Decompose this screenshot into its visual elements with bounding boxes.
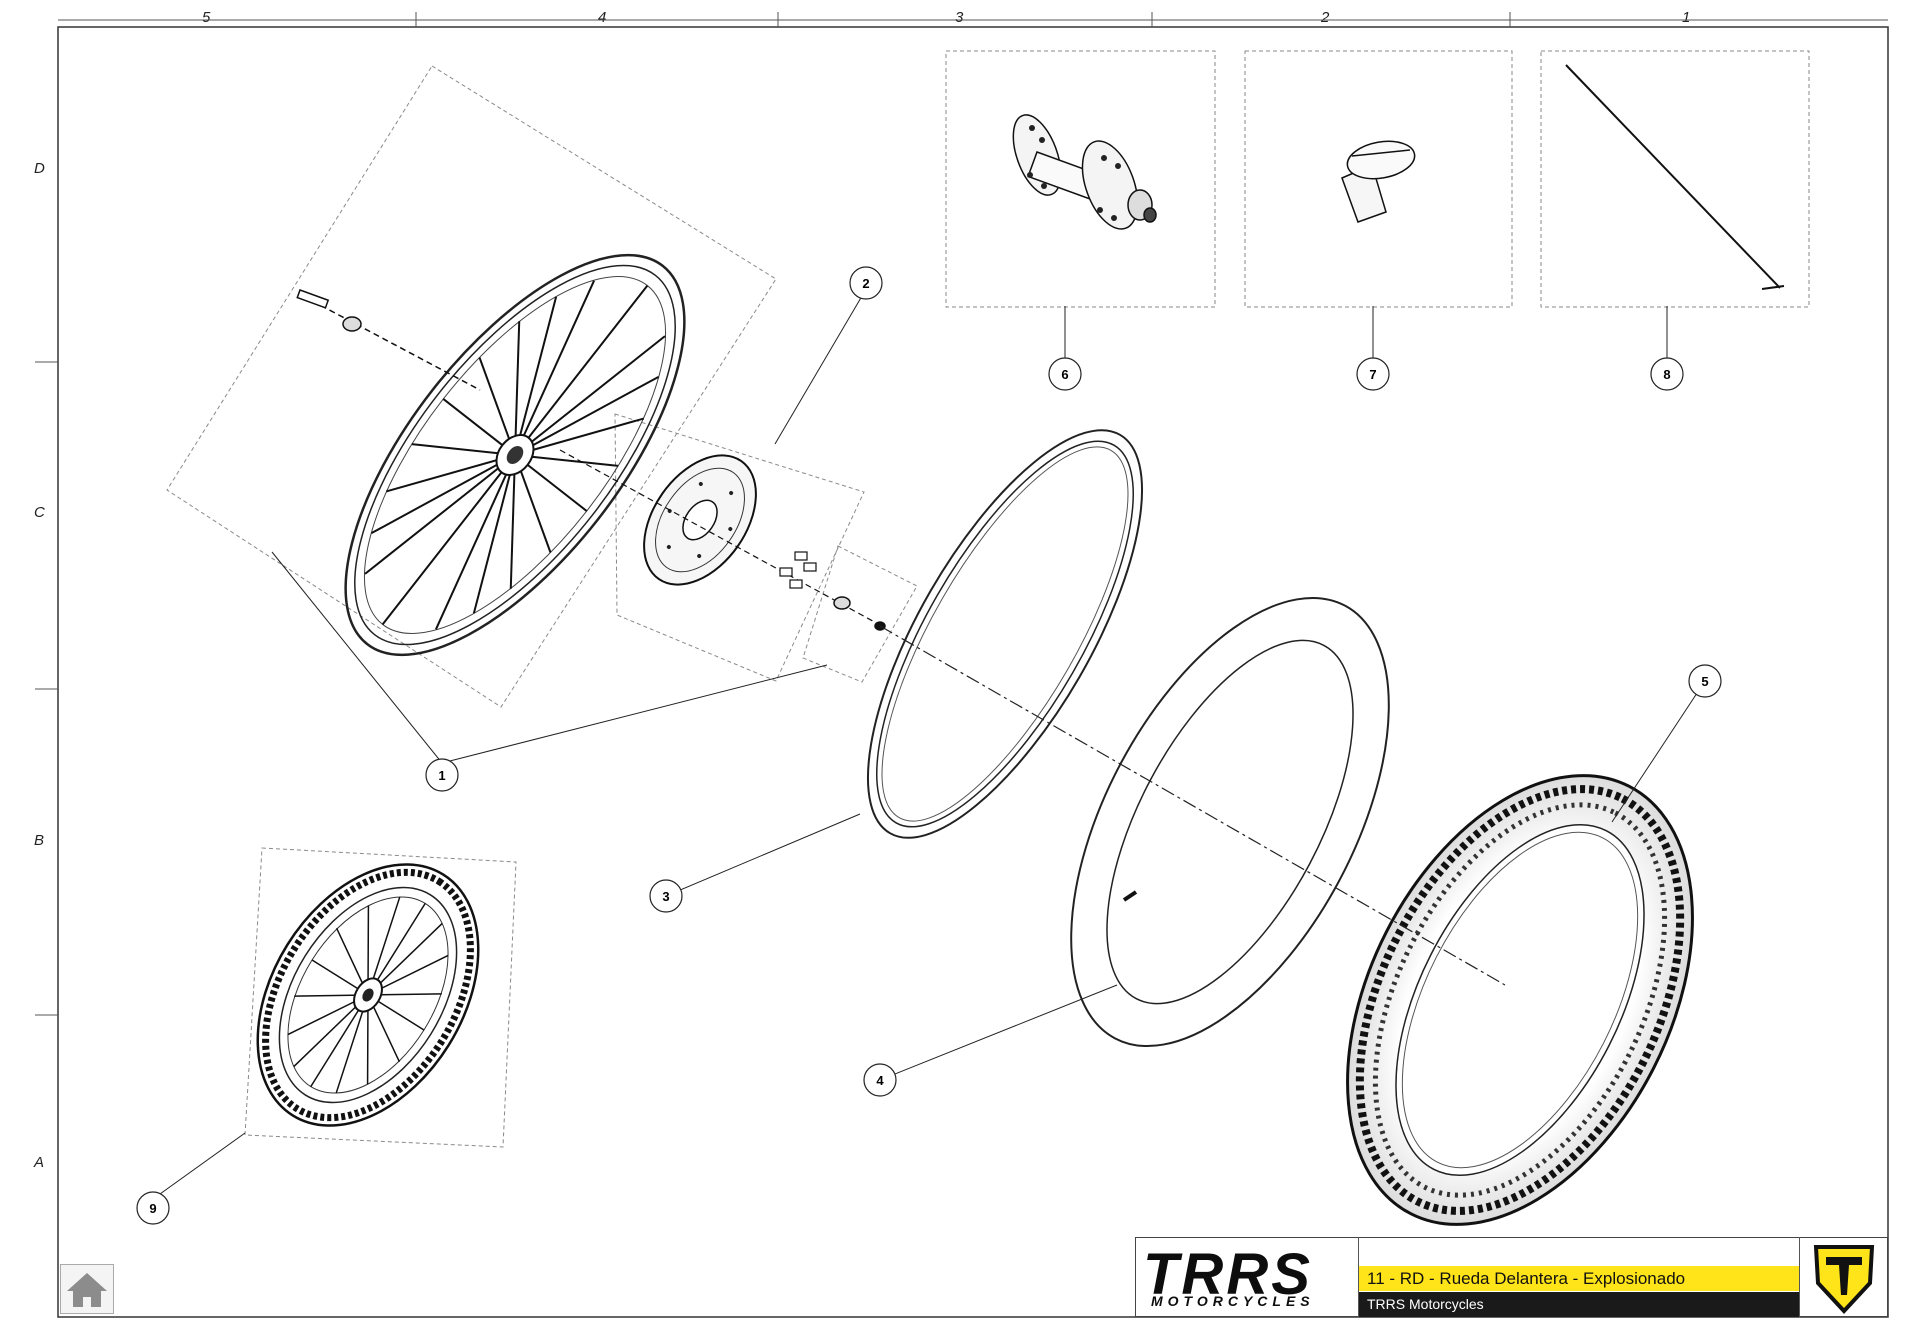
callout-4: 4 <box>876 1073 884 1088</box>
assembly-axis <box>879 625 1506 986</box>
home-button[interactable] <box>60 1264 114 1314</box>
part-box-nipple <box>1244 50 1513 308</box>
complete-wheel <box>256 863 480 1127</box>
column-label-2: 2 <box>1321 9 1330 26</box>
callout-6: 6 <box>1061 367 1068 382</box>
column-label-3: 3 <box>955 9 964 26</box>
sheet-border <box>57 26 1889 1318</box>
disc-bolts <box>559 449 881 626</box>
inner-tube <box>1070 596 1390 1048</box>
trrs-t-badge-icon <box>1813 1245 1875 1314</box>
row-label-a: A <box>34 1154 45 1171</box>
row-label-c: C <box>34 504 45 521</box>
group-box-disc <box>614 413 865 682</box>
grid-ticks <box>35 12 1888 1016</box>
company-bar: TRRS Motorcycles <box>1359 1292 1799 1317</box>
hub-part <box>1012 114 1157 230</box>
column-label-5: 5 <box>202 9 211 26</box>
drawing-title-bar: 11 - RD - Rueda Delantera - Explosionado <box>1359 1266 1799 1291</box>
spoked-wheel <box>344 253 686 657</box>
spoke-part <box>1565 64 1785 290</box>
badge-cell <box>1799 1237 1889 1317</box>
part-box-spoke <box>1540 50 1810 308</box>
logo-wordmark: TRRS <box>1143 1242 1313 1307</box>
callout-9: 9 <box>149 1201 156 1216</box>
logo-subtitle: MOTORCYCLES <box>1151 1293 1315 1309</box>
tyre <box>1346 774 1694 1226</box>
axle-bolt-left <box>296 289 481 391</box>
tube-valve <box>1122 890 1138 902</box>
company-name: TRRS Motorcycles <box>1367 1296 1484 1312</box>
group-box-complete-wheel <box>244 847 517 1148</box>
callout-8: 8 <box>1663 367 1670 382</box>
brake-disc <box>643 454 757 586</box>
rim-band <box>866 429 1144 839</box>
callout-3: 3 <box>662 889 669 904</box>
drawing-title: 11 - RD - Rueda Delantera - Explosionado <box>1367 1269 1686 1288</box>
group-box-axle <box>802 545 918 683</box>
part-box-hub <box>945 50 1216 308</box>
callout-1: 1 <box>438 768 445 783</box>
row-label-d: D <box>34 160 45 177</box>
home-icon <box>67 1273 107 1307</box>
callout-2: 2 <box>862 276 869 291</box>
group-box-wheel <box>166 65 777 708</box>
column-label-4: 4 <box>598 9 607 26</box>
spoke-nipple-part <box>1341 140 1416 223</box>
trrs-logo: TRRS MOTORCYCLES <box>1135 1237 1359 1317</box>
callout-circles <box>136 266 1722 1225</box>
callout-5: 5 <box>1701 674 1708 689</box>
callout-7: 7 <box>1369 367 1376 382</box>
row-label-b: B <box>34 832 45 849</box>
title-block: TRRS MOTORCYCLES 11 - RD - Rueda Delante… <box>1135 1237 1888 1317</box>
column-label-1: 1 <box>1682 9 1691 26</box>
leader-lines <box>152 295 1706 1200</box>
